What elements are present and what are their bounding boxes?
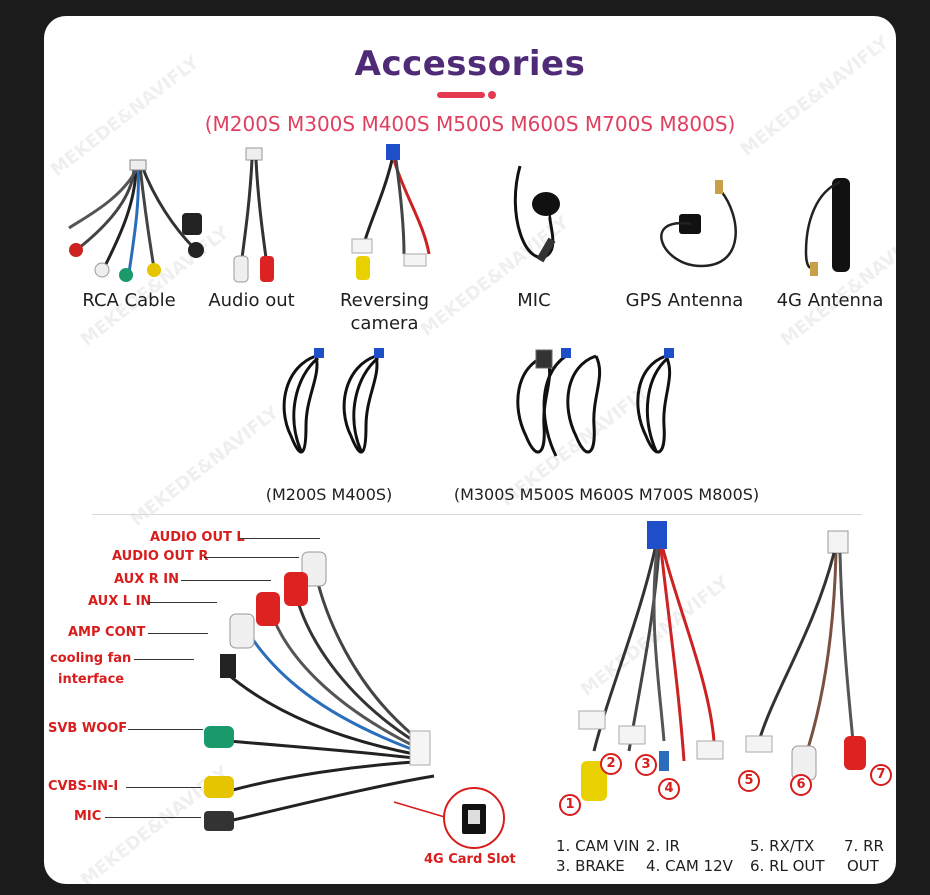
audio-out-image [233, 147, 274, 283]
audio-legend-rr: 7. RR [844, 837, 884, 855]
camera-legend-cam-12v: 4. CAM 12V [646, 857, 733, 875]
callout-number-7: 7 [870, 764, 892, 786]
callout-number-6: 6 [790, 774, 812, 796]
leader-line [105, 817, 201, 818]
leader-line [126, 787, 201, 788]
rca-label-cooling-fan: cooling fan [50, 651, 132, 666]
audio-legend-out: OUT [847, 857, 879, 875]
rca-label-cvbs-in: CVBS-IN-I [48, 779, 119, 794]
rca-label-aux-l-in: AUX L IN [88, 594, 152, 609]
cables-m200s-m400s-image [282, 348, 384, 454]
model-list: (M200S M300S M400S M500S M600S M700S M80… [204, 112, 736, 136]
callout-number-4: 4 [658, 778, 680, 800]
gps-antenna-image [660, 180, 737, 268]
leader-line [181, 580, 271, 581]
cables-label-m200s-m400s: (M200S M400S) [265, 485, 393, 504]
callout-number-3: 3 [635, 754, 657, 776]
rca-label-amp-cont: AMP CONT [68, 625, 146, 640]
cables-label-m300s-m800s: (M300S M500S M600S M700S M800S) [453, 485, 760, 504]
audio-legend-rl-out: 6. RL OUT [750, 857, 825, 875]
rca-label-interface: interface [58, 672, 125, 687]
leader-line [204, 557, 299, 558]
rca-cable-image [68, 159, 204, 282]
accessory-label-rca-cable: RCA Cable [82, 290, 176, 311]
rca-label-aux-r-in: AUX R IN [114, 572, 180, 587]
rca-label-svb-woof: SVB WOOF [48, 721, 128, 736]
accessory-label-mic: MIC [517, 290, 551, 311]
4g-card-slot-label: 4G Card Slot [424, 852, 516, 867]
audio-legend-rx-tx: 5. RX/TX [750, 837, 815, 855]
4g-antenna-image [804, 178, 850, 276]
leader-line [240, 538, 320, 539]
leader-line [148, 633, 208, 634]
mic-image [513, 165, 560, 263]
rca-label-mic: MIC [74, 809, 102, 824]
camera-harness-image [578, 521, 724, 801]
leader-line [128, 729, 203, 730]
leader-line [147, 602, 217, 603]
accessory-label-audio-out: Audio out [208, 290, 295, 311]
leader-line [134, 659, 194, 660]
title-underline [437, 92, 485, 98]
camera-legend-cam-vin: 1. CAM VIN [556, 837, 640, 855]
watermark: MEKEDE&NAVIFLY [126, 402, 283, 531]
title-underline-dot [488, 91, 496, 99]
camera-legend-brake: 3. BRAKE [556, 857, 625, 875]
section-divider [92, 514, 862, 515]
callout-number-1: 1 [559, 794, 581, 816]
callout-number-5: 5 [738, 770, 760, 792]
audio-harness-image [745, 530, 866, 781]
cables-m300s-m800s-image [516, 348, 674, 457]
rca-diagram-image [204, 551, 435, 831]
rca-label-audio-out-r: AUDIO OUT R [112, 549, 209, 564]
4g-card-slot-callout [393, 787, 505, 849]
page-title: Accessories [354, 44, 586, 84]
camera-legend-ir: 2. IR [646, 837, 680, 855]
rca-label-audio-out-l: AUDIO OUT L [150, 530, 245, 545]
reversing-camera-image [351, 144, 431, 280]
accessory-label-gps-antenna: GPS Antenna [625, 290, 744, 311]
accessory-label-4g-antenna: 4G Antenna [776, 290, 884, 311]
accessory-label-reversing-camera: Reversing camera [339, 290, 430, 334]
callout-number-2: 2 [600, 753, 622, 775]
accessories-card: MEKEDE&NAVIFLY MEKEDE&NAVIFLY MEKEDE&NAV… [44, 16, 896, 884]
